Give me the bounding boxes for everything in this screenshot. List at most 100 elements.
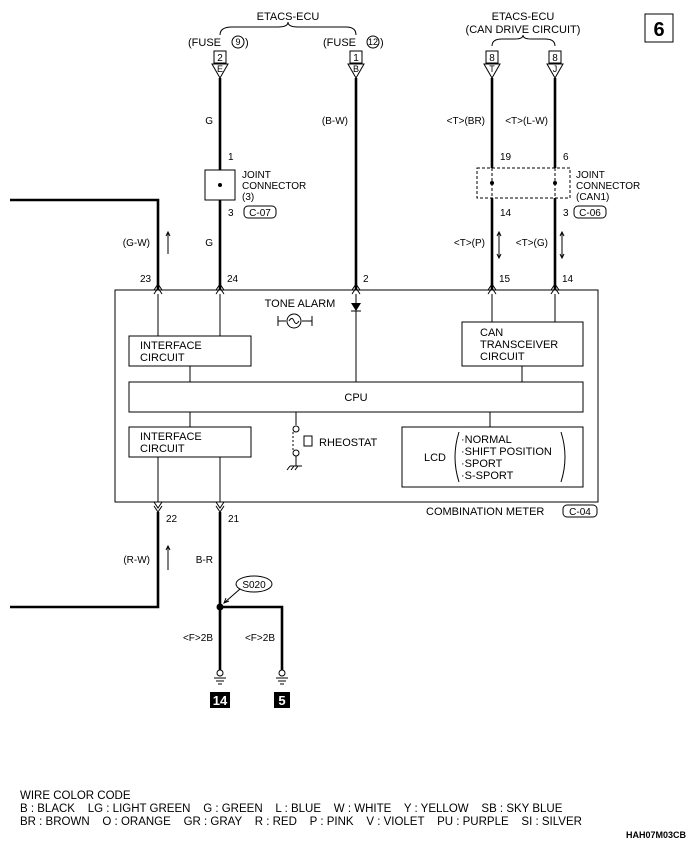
etacs-right-brace xyxy=(491,34,556,47)
jc3-line1: JOINT xyxy=(242,170,271,181)
can1-in-a: 19 xyxy=(500,152,512,163)
wire-t-lw-label: <T>(L-W) xyxy=(505,116,548,127)
chevron-21 xyxy=(215,501,225,513)
pin-c: 8 T xyxy=(483,50,501,80)
fuse-b-label: (FUSE xyxy=(323,37,356,49)
can1-line1: JOINT xyxy=(576,170,605,181)
interface-top-2: CIRCUIT xyxy=(140,352,185,364)
can1-line3: (CAN1) xyxy=(576,192,609,203)
pin-15: 15 xyxy=(499,274,511,285)
pin-22: 22 xyxy=(166,514,178,525)
speaker-icon xyxy=(277,313,313,329)
diode-icon xyxy=(351,303,361,311)
chevron-22 xyxy=(153,501,163,513)
pin-23: 23 xyxy=(140,274,152,285)
svg-text:E: E xyxy=(217,64,223,74)
wire-t-g-label: <T>(G) xyxy=(516,238,548,249)
fuse-a-number: 9 xyxy=(235,37,240,47)
pin-2: 2 xyxy=(363,274,369,285)
can1-code: C-06 xyxy=(579,208,601,219)
lcd-paren-left xyxy=(454,431,460,483)
svg-text:J: J xyxy=(553,64,558,74)
wire-g-w xyxy=(10,198,160,290)
svg-text:8: 8 xyxy=(489,53,495,64)
cpu-label: CPU xyxy=(344,392,367,404)
splice-tag xyxy=(235,575,273,593)
can1-in-b: 6 xyxy=(563,152,569,163)
fuse-a-circle xyxy=(231,35,245,49)
ground-left-box xyxy=(210,692,230,708)
chevron-15 xyxy=(487,283,497,295)
wire-b-w-label: (B-W) xyxy=(322,116,348,127)
can1-line2: CONNECTOR xyxy=(576,181,640,192)
etacs-right-subtitle: (CAN DRIVE CIRCUIT) xyxy=(466,24,581,36)
interface-top-1: INTERFACE xyxy=(140,340,202,352)
can-2: TRANSCEIVER xyxy=(480,339,558,351)
chevron-14 xyxy=(550,283,560,295)
rheostat-label: RHEOSTAT xyxy=(319,437,378,449)
can1-code-box xyxy=(573,205,607,219)
meter-name: COMBINATION METER xyxy=(426,506,544,518)
jc3-line3: (3) xyxy=(242,192,254,203)
wire-f2b-left-label: <F>2B xyxy=(183,633,213,644)
wire-b-r-label: B-R xyxy=(196,555,213,566)
bidir-arrow-a xyxy=(496,230,502,260)
ground-icon-right xyxy=(276,669,288,685)
chevron-2 xyxy=(351,283,361,295)
etacs-left-title: ETACS-ECU xyxy=(257,11,320,23)
wire-f2b-right-label: <F>2B xyxy=(245,633,275,644)
pin-b: 1 B xyxy=(347,50,365,80)
lcd-mode-3: ·S-SPORT xyxy=(461,470,514,482)
pin-14: 14 xyxy=(562,274,574,285)
cpu-box xyxy=(128,381,584,413)
svg-text:1: 1 xyxy=(353,53,359,64)
can-1: CAN xyxy=(480,327,503,339)
fuse-a-close: ) xyxy=(245,37,249,49)
page-number: 6 xyxy=(653,19,664,41)
svg-text:8: 8 xyxy=(552,53,558,64)
joint-connector-can1-box xyxy=(476,167,571,199)
jc3-code: C-07 xyxy=(249,208,271,219)
wire-g-mid-label: G xyxy=(205,238,213,249)
g-w-arrow xyxy=(165,230,171,254)
can-transceiver-circuit xyxy=(461,321,584,367)
wire-t-br-label: <T>(BR) xyxy=(447,116,485,127)
jc3-line2: CONNECTOR xyxy=(242,181,306,192)
drawing-id: HAH07M03CB xyxy=(625,830,686,840)
pin-24: 24 xyxy=(227,274,239,285)
interface-circuit-top xyxy=(128,335,252,367)
svg-text:T: T xyxy=(489,64,495,74)
lcd-box xyxy=(401,426,584,488)
lcd-paren-right xyxy=(560,431,566,483)
ground-right-box xyxy=(274,692,290,708)
jc3-out-pin: 3 xyxy=(228,208,234,219)
pin-a: 2 E xyxy=(211,50,229,80)
can-3: CIRCUIT xyxy=(480,351,525,363)
meter-code: C-04 xyxy=(569,507,591,518)
pin-d: 8 J xyxy=(546,50,564,80)
lcd-mode-1: ·SHIFT POSITION xyxy=(461,446,552,458)
rheostat-switch-icon xyxy=(286,425,313,471)
fuse-b-close: ) xyxy=(380,37,384,49)
legend-line-1: B : BLACK LG : LIGHT GREEN G : GREEN L :… xyxy=(20,803,563,815)
lcd-mode-0: ·NORMAL xyxy=(461,434,512,446)
jc3-code-box xyxy=(243,205,277,219)
r-w-arrow xyxy=(165,544,171,570)
page-number-box xyxy=(644,13,674,43)
chevron-24 xyxy=(215,283,225,295)
wire-t-p-label: <T>(P) xyxy=(454,238,485,249)
wire-r-w xyxy=(10,512,160,609)
interface-bot-1: INTERFACE xyxy=(140,431,202,443)
tone-alarm-label: TONE ALARM xyxy=(265,298,336,310)
bidir-arrow-b xyxy=(559,230,565,260)
svg-text:2: 2 xyxy=(217,53,223,64)
wire-splice-branch xyxy=(220,605,284,670)
legend-line-2: BR : BROWN O : ORANGE GR : GRAY R : RED … xyxy=(20,816,582,828)
wire-g-top-label: G xyxy=(205,116,213,127)
ground-right-number: 5 xyxy=(278,693,285,708)
fuse-a-label: (FUSE xyxy=(188,37,221,49)
splice-pointer xyxy=(223,588,241,604)
lcd-mode-2: ·SPORT xyxy=(461,458,503,470)
